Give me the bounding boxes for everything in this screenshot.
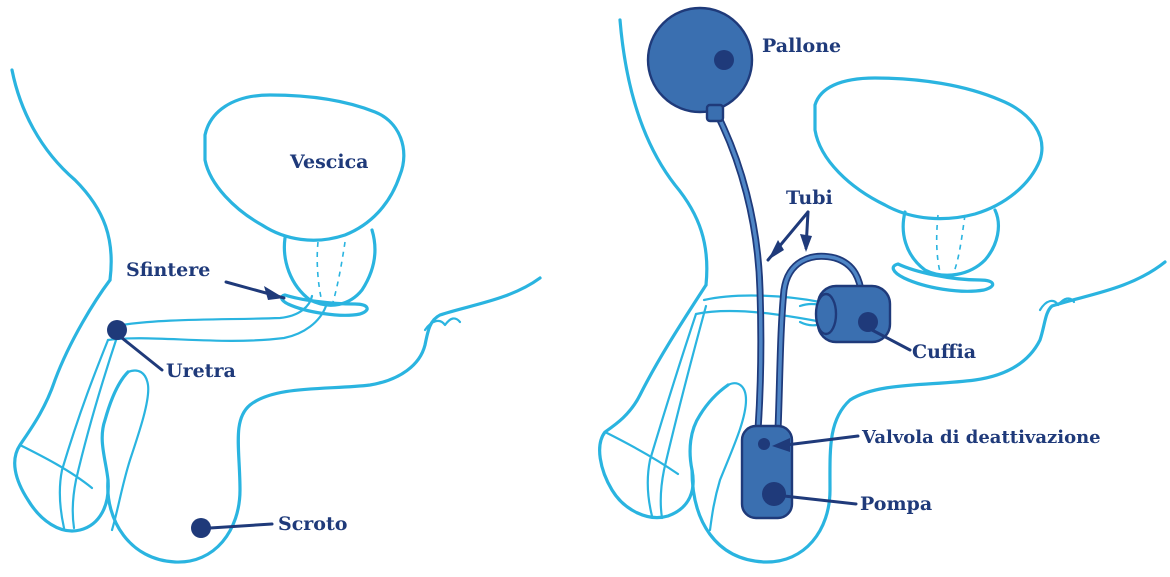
scrotum-pointer xyxy=(191,518,272,538)
normal-anatomy-diagram: Vescica Sfintere Uretra Scroto xyxy=(12,70,540,562)
label-bladder: Vescica xyxy=(289,151,368,173)
implant-anatomy-diagram: Pallone Tubi Cuffia Valvola di deattivaz… xyxy=(600,8,1165,562)
penis-outline-left xyxy=(15,280,128,531)
balloon-device xyxy=(648,8,752,121)
prostate-left xyxy=(284,230,375,305)
label-balloon: Pallone xyxy=(762,35,841,57)
pump-device xyxy=(742,426,792,518)
label-pump: Pompa xyxy=(860,493,932,515)
penis-inner-left xyxy=(112,371,148,530)
bladder-right xyxy=(815,78,1042,219)
urethra-shaft-right-2 xyxy=(661,306,706,518)
penis-inner-right xyxy=(710,383,746,530)
label-sphincter: Sfintere xyxy=(126,259,210,281)
label-scrotum: Scroto xyxy=(278,513,347,535)
tubes-pointer xyxy=(768,212,812,260)
prostate-dash-left-2 xyxy=(333,242,345,302)
label-deactivation-valve: Valvola di deattivazione xyxy=(861,427,1101,448)
label-tubes: Tubi xyxy=(786,187,833,209)
prostate-dash-left-1 xyxy=(317,242,322,302)
label-urethra: Uretra xyxy=(166,360,236,382)
pump-pointer xyxy=(784,496,856,504)
label-cuff: Cuffia xyxy=(912,341,976,363)
sphincter-pointer xyxy=(226,282,284,300)
sphincter-right xyxy=(893,264,993,291)
urethra-shaft-right xyxy=(648,314,696,516)
urethra-shaft-left-2 xyxy=(73,334,118,528)
penis-outline-right xyxy=(600,285,728,518)
prostate-dash-right-1 xyxy=(937,215,940,272)
body-outline-left xyxy=(12,70,111,280)
device-tubes xyxy=(718,116,862,430)
glans-left xyxy=(20,445,92,488)
prostate-dash-right-2 xyxy=(954,215,965,272)
